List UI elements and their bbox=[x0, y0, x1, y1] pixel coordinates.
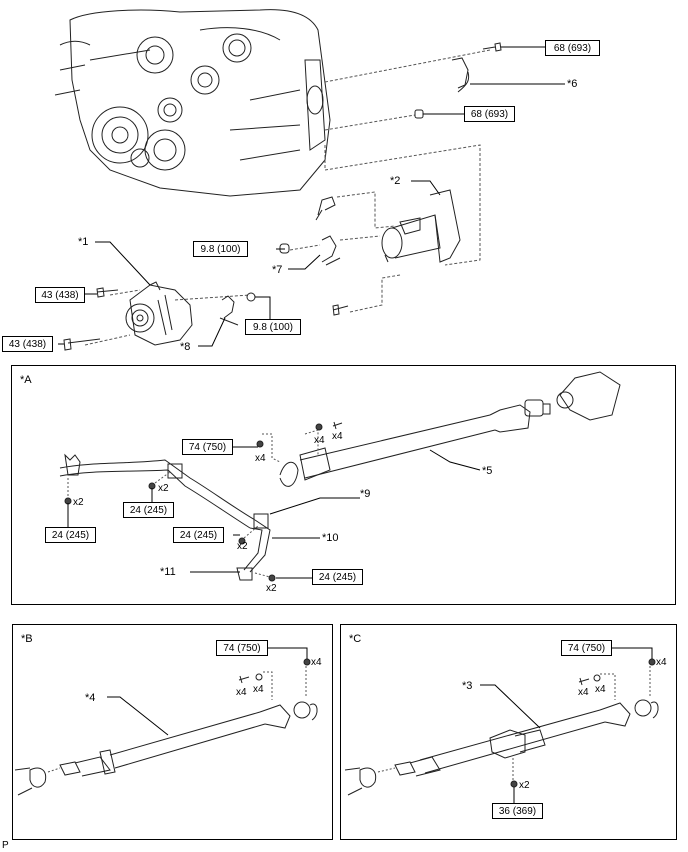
callout-stabilizer-10: *10 bbox=[322, 532, 339, 544]
quantity-link-bolt: x2 bbox=[266, 583, 277, 594]
panel-b: *B bbox=[12, 624, 333, 840]
quantity-flange-nut: x4 bbox=[656, 657, 667, 668]
quantity-washer: x4 bbox=[314, 435, 325, 446]
quantity-center-bearing-bolt: x2 bbox=[519, 780, 530, 791]
bolt-icon bbox=[482, 42, 502, 52]
quantity-washer: x4 bbox=[595, 684, 606, 695]
propeller-shaft-3-illustration bbox=[344, 699, 659, 796]
quantity-bolt: x4 bbox=[332, 431, 343, 442]
quantity-bracket-left-bolt: x2 bbox=[158, 483, 169, 494]
quantity-flange-nut: x4 bbox=[255, 453, 266, 464]
callout-alternator-connector: *8 bbox=[180, 341, 191, 353]
alternator-illustration bbox=[125, 281, 193, 346]
panel-c-title: *C bbox=[349, 633, 362, 645]
callout-starter-cable: *6 bbox=[567, 78, 578, 90]
panel-a-title: *A bbox=[20, 374, 32, 386]
torque-spec-stabilizer-bracket-right: 24 (245) bbox=[173, 527, 224, 543]
torque-spec-shaft-3-flange-nut: 74 (750) bbox=[561, 640, 612, 656]
panel-a: *A bbox=[11, 365, 676, 605]
torque-spec-starter-nut: 68 (693) bbox=[464, 106, 515, 122]
torque-spec-stabilizer-bracket-left: 24 (245) bbox=[123, 502, 174, 518]
propeller-shaft-4-illustration bbox=[14, 701, 318, 796]
torque-spec-stabilizer-link: 24 (245) bbox=[312, 569, 363, 585]
callout-starter-connector: *7 bbox=[272, 264, 283, 276]
quantity-end-bolt: x2 bbox=[73, 497, 84, 508]
callout-propeller-shaft-4: *4 bbox=[85, 692, 96, 704]
torque-spec-alternator-upper-bolt: 43 (438) bbox=[35, 287, 85, 303]
quantity-bracket-right-bolt: x2 bbox=[237, 541, 248, 552]
engine-block-illustration bbox=[54, 9, 331, 197]
callout-link-11: *11 bbox=[160, 566, 176, 578]
quantity-flange-nut: x4 bbox=[311, 657, 322, 668]
callout-starter: *2 bbox=[390, 175, 401, 187]
callout-propeller-shaft-3: *3 bbox=[462, 680, 473, 692]
propeller-shaft-5-illustration bbox=[279, 371, 621, 487]
quantity-bolt: x4 bbox=[578, 687, 589, 698]
torque-spec-stabilizer-end: 24 (245) bbox=[45, 527, 96, 543]
torque-spec-alternator-terminal-nut: 9.8 (100) bbox=[245, 319, 301, 335]
stabilizer-bar-illustration bbox=[59, 453, 271, 581]
panel-b-title: *B bbox=[21, 633, 33, 645]
starter-motor-illustration bbox=[381, 189, 461, 263]
torque-spec-shaft-4-flange-nut: 74 (750) bbox=[216, 640, 268, 656]
callout-alternator: *1 bbox=[78, 236, 89, 248]
callout-propeller-shaft-5: *5 bbox=[482, 465, 493, 477]
torque-spec-center-bearing: 36 (369) bbox=[492, 803, 543, 819]
torque-spec-alternator-lower-bolt: 43 (438) bbox=[2, 336, 53, 352]
quantity-bolt: x4 bbox=[236, 687, 247, 698]
torque-spec-shaft-flange-nut: 74 (750) bbox=[182, 439, 233, 455]
torque-spec-starter-bolt: 68 (693) bbox=[545, 40, 600, 56]
quantity-washer: x4 bbox=[253, 684, 264, 695]
torque-spec-starter-terminal-nut: 9.8 (100) bbox=[193, 241, 248, 257]
footer-code: P bbox=[2, 840, 9, 851]
panel-c: *C bbox=[340, 624, 677, 840]
callout-bracket-9: *9 bbox=[360, 488, 371, 500]
